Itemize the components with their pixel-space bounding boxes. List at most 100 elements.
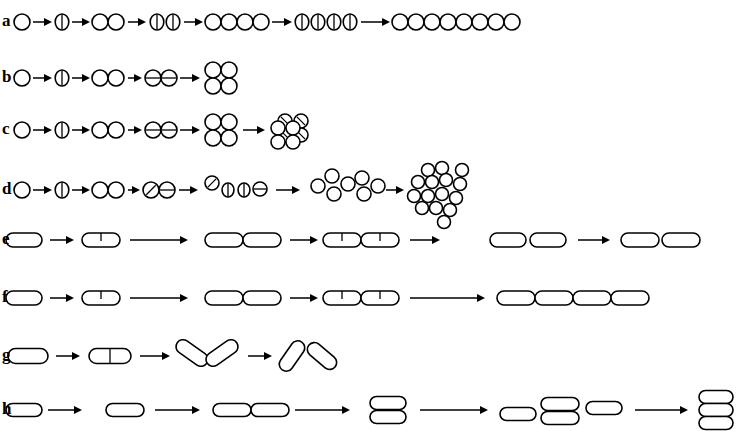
rod-cell <box>173 337 211 369</box>
coccus-cell <box>161 122 177 138</box>
arrow-line <box>290 297 313 299</box>
coccus-cell <box>55 122 69 138</box>
row-letter: g <box>2 345 11 365</box>
arrow-head <box>264 352 272 360</box>
coccus-cell <box>430 202 443 215</box>
coccus-cell <box>14 122 30 138</box>
coccus-cell <box>150 14 164 30</box>
coccus-cell <box>456 164 469 177</box>
coccus-cell <box>271 121 285 135</box>
coccus-cell <box>444 204 457 217</box>
arrow-head <box>82 126 90 134</box>
rod-cell <box>323 291 361 305</box>
rod-cell <box>573 291 611 305</box>
coccus-cell <box>55 182 69 198</box>
coccus-cell <box>488 14 504 30</box>
arrow-head <box>162 352 170 360</box>
rod-cell <box>662 233 700 247</box>
arrow-head <box>477 294 485 302</box>
coccus-cell <box>143 182 159 198</box>
arrow-line <box>420 409 483 411</box>
coccus-cell <box>253 182 267 196</box>
coccus-cell <box>327 187 341 201</box>
coccus-cell <box>14 182 30 198</box>
arrow-head <box>257 126 265 134</box>
rod-cell <box>203 337 241 369</box>
coccus-cell <box>311 14 325 30</box>
arrow-head <box>292 186 300 194</box>
rod-cell <box>106 404 144 417</box>
cells <box>6 14 733 430</box>
row-letter: h <box>2 399 11 419</box>
rod-cell <box>251 404 289 417</box>
coccus-cell <box>371 179 385 193</box>
rod-cell <box>586 402 622 415</box>
coccus-cell <box>92 182 108 198</box>
row-letter: f <box>2 287 8 307</box>
coccus-cell <box>92 70 108 86</box>
arrow-head <box>310 294 318 302</box>
coccus-cell <box>221 62 237 78</box>
coccus-cell <box>14 70 30 86</box>
coccus-cell <box>416 202 429 215</box>
coccus-cell <box>408 190 421 203</box>
coccus-cell <box>253 14 269 30</box>
coccus-cell <box>159 182 175 198</box>
coccus-cell <box>92 122 108 138</box>
arrow-line <box>130 297 183 299</box>
arrow-line <box>635 409 683 411</box>
arrow-line <box>410 297 480 299</box>
coccus-cell <box>221 130 237 146</box>
arrow-head <box>74 406 82 414</box>
rod-cell <box>500 408 536 421</box>
arrow-head <box>82 186 90 194</box>
arrow-head <box>195 18 203 26</box>
arrow-head <box>134 126 142 134</box>
coccus-cell <box>343 14 357 30</box>
arrow-head <box>396 186 404 194</box>
coccus-cell <box>271 135 285 149</box>
arrow-head <box>192 126 200 134</box>
row-letter: d <box>2 179 11 199</box>
rod-cell <box>205 291 243 305</box>
arrow-head <box>44 186 52 194</box>
coccus-cell <box>205 78 221 94</box>
coccus-cell <box>238 183 250 197</box>
coccus-cell <box>424 14 440 30</box>
coccus-cell <box>357 187 371 201</box>
coccus-cell <box>286 121 300 135</box>
coccus-cell <box>108 14 124 30</box>
coccus-cell <box>392 14 408 30</box>
coccus-cell <box>436 162 449 175</box>
rod-cell <box>243 291 281 305</box>
rod-cell <box>699 417 733 430</box>
coccus-cell <box>440 14 456 30</box>
arrow-line <box>140 355 165 357</box>
arrow-head <box>132 186 140 194</box>
coccus-cell <box>237 14 253 30</box>
coccus-cell <box>311 179 325 193</box>
arrow-head <box>432 236 440 244</box>
arrow-head <box>66 294 74 302</box>
coccus-cell <box>422 164 435 177</box>
coccus-cell <box>325 169 339 183</box>
coccus-cell <box>472 14 488 30</box>
row-letter: e <box>2 229 10 249</box>
coccus-cell <box>108 122 124 138</box>
coccus-cell <box>408 14 424 30</box>
arrow-line <box>295 409 345 411</box>
arrow-head <box>284 18 292 26</box>
rod-cell <box>490 233 526 247</box>
coccus-cell <box>426 176 439 189</box>
coccus-cell <box>221 114 237 130</box>
arrow-line <box>48 409 77 411</box>
coccus-cell <box>295 14 309 30</box>
coccus-cell <box>436 188 449 201</box>
rod-cell <box>370 411 406 424</box>
coccus-cell <box>161 70 177 86</box>
coccus-cell <box>108 182 124 198</box>
coccus-cell <box>55 14 69 30</box>
coccus-cell <box>412 176 425 189</box>
rod-cell <box>699 404 733 417</box>
